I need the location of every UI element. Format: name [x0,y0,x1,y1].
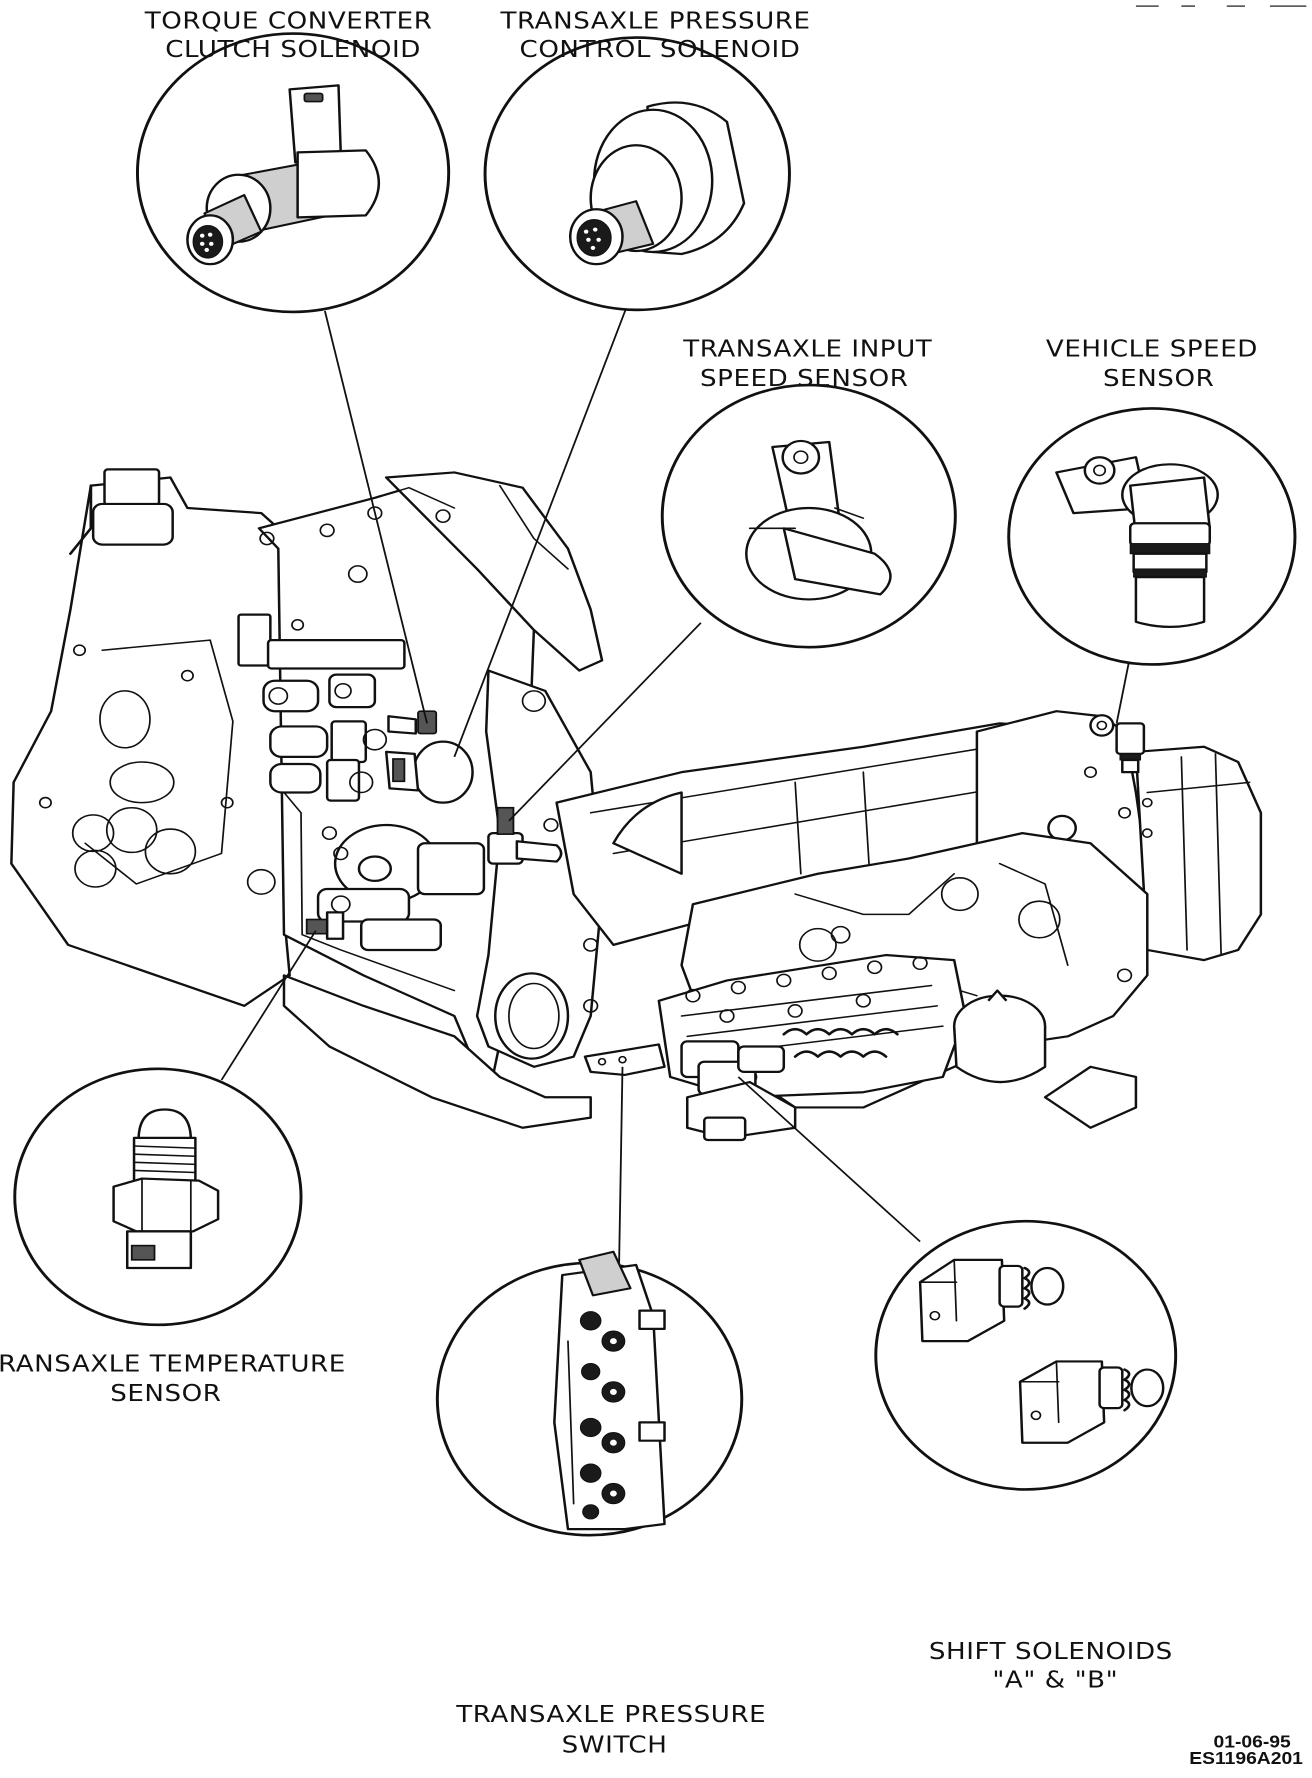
leader-input-speed-sensor [508,622,702,822]
callout-torque-converter-clutch-solenoid [135,32,451,314]
label-vehicle-speed-sensor: VEHICLE SPEED SENSOR [1046,335,1267,392]
leader-torque-converter-clutch-solenoid [323,310,428,724]
callout-temperature-sensor [13,1067,303,1327]
label-torque-converter-clutch-solenoid: TORQUE CONVERTER CLUTCH SOLENOID [144,7,442,63]
pressure-switch-illustration [553,1250,666,1531]
label-shift-solenoids: SHIFT SOLENOIDS "A" & "B" [929,1637,1182,1693]
input-speed-sensor-illustration [745,439,892,601]
label-transaxle-temperature-sensor: TRANSAXLE TEMPERATURE SENSOR [0,1350,355,1407]
callout-pressure-switch [435,1250,744,1537]
input-speed-sensor-on-case [487,806,563,865]
callout-input-speed-sensor [660,383,957,649]
leader-lines [220,308,1132,1265]
leader-temperature-sensor [220,930,317,1081]
tcc-solenoid-illustration [186,84,380,266]
pc-solenoid-on-case [384,740,474,804]
callout-vehicle-speed-sensor [1007,407,1297,666]
tcc-solenoid-on-case [387,710,438,735]
temperature-sensor-on-case [305,911,345,940]
lower-valve-body [583,953,967,1099]
leader-shift-solenoids [737,1076,921,1243]
temperature-sensor-illustration [112,1108,220,1270]
callout-shift-solenoids [874,1219,1178,1491]
vehicle-speed-sensor-on-case [1089,714,1146,774]
label-transaxle-input-speed-sensor: TRANSAXLE INPUT SPEED SENSOR [682,335,941,392]
vehicle-speed-sensor-illustration [1055,456,1219,628]
figure-code: 01-06-95 ES1196A201 [1189,1731,1303,1767]
leader-pressure-control-solenoid [453,308,627,758]
leader-pressure-switch [618,1066,624,1265]
shift-solenoid-b-illustration [1018,1360,1165,1444]
callout-pressure-control-solenoid [483,36,791,312]
label-transaxle-pressure-control-solenoid: TRANSAXLE PRESSURE CONTROL SOLENOID [499,7,819,63]
pc-solenoid-illustration [568,101,746,266]
leader-vehicle-speed-sensor [1115,655,1132,724]
shift-solenoid-a-illustration [918,1258,1065,1343]
label-transaxle-pressure-switch: TRANSAXLE PRESSURE SWITCH [455,1700,775,1758]
transaxle-assembly [10,468,1263,1142]
